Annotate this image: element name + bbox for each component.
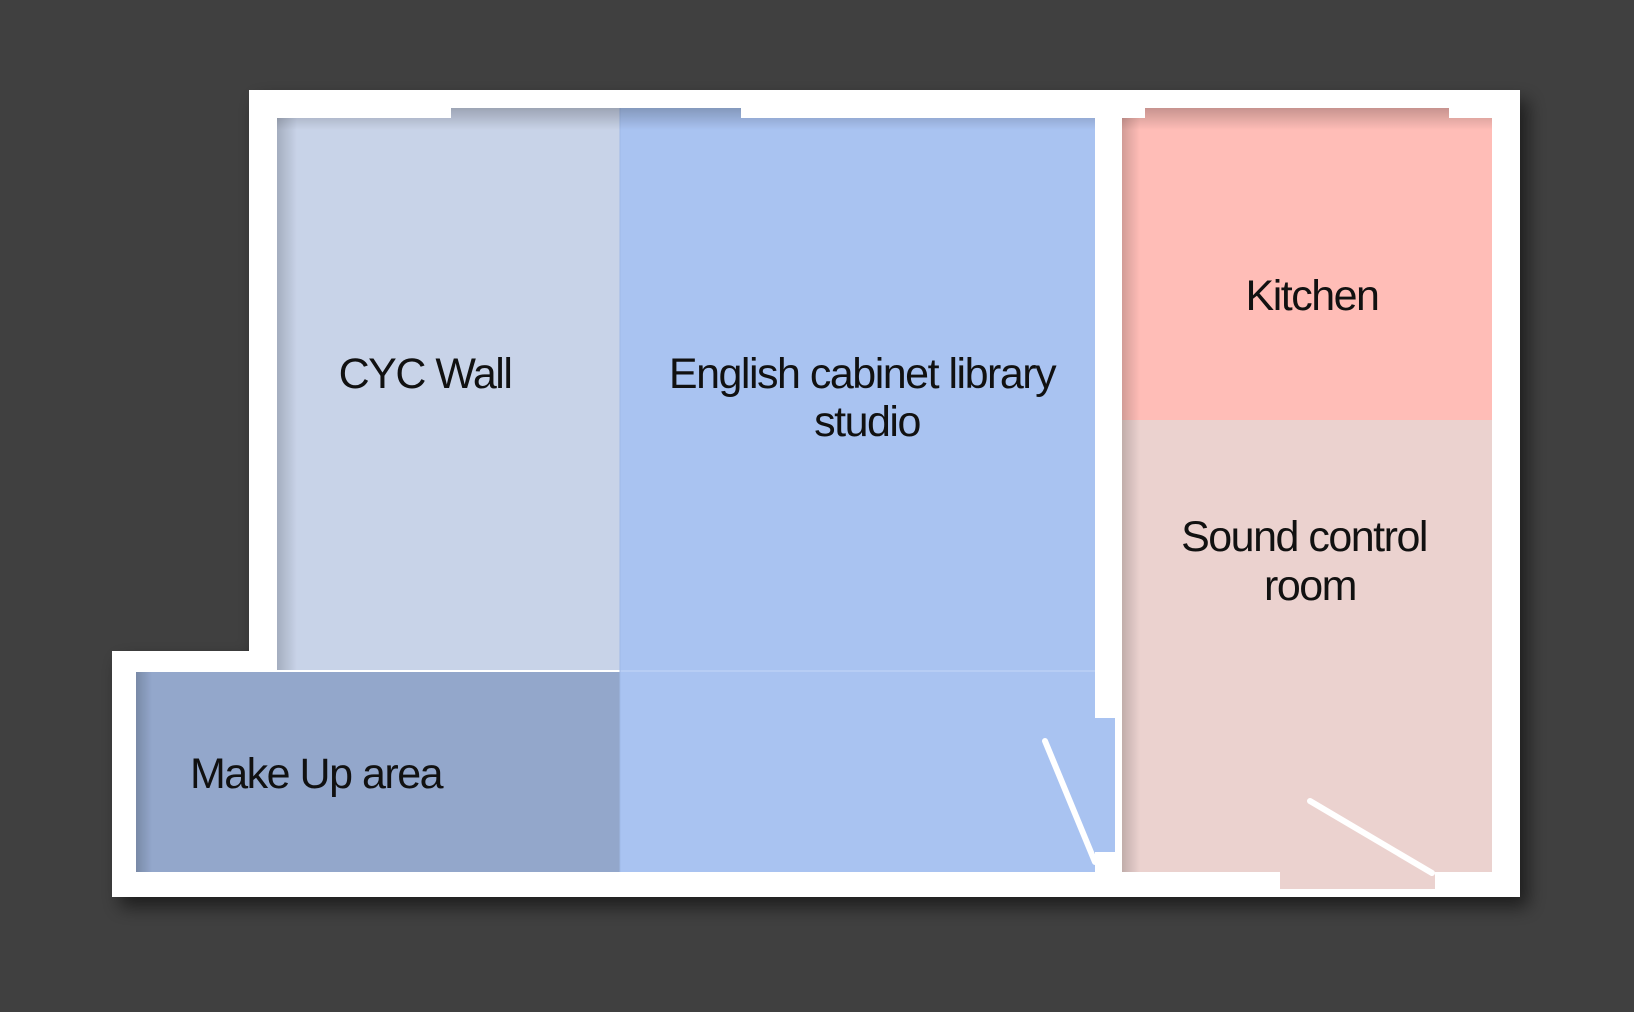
sound-control-label-line2: room [1264, 562, 1356, 610]
studio-label-line1: English cabinet library [669, 350, 1057, 398]
top-wall-segment-left [249, 90, 451, 118]
make-up-area-label: Make Up area [190, 750, 444, 798]
make-up-floor [136, 672, 620, 872]
sound-control-label-line1: Sound control [1181, 513, 1427, 561]
left-wall-shade [277, 108, 297, 670]
top-wall-segment-middle [741, 90, 1145, 118]
sound-control-floor [1122, 420, 1492, 872]
studio-door-leaf [1042, 738, 1098, 865]
top-wall-segment-right [1449, 90, 1520, 118]
studio-door-alcove [1095, 718, 1115, 852]
partition-wall-upper [1095, 108, 1122, 718]
cyc-wall-floor [277, 108, 620, 670]
bottom-door-gap [1280, 872, 1435, 889]
kitchen-label: Kitchen [1246, 272, 1379, 320]
cyc-wall-label: CYC Wall [339, 350, 512, 398]
top-wall-shade [277, 108, 1492, 130]
partition-wall-lower [1115, 718, 1122, 872]
studio-floor [620, 108, 1095, 872]
sound-room-door-leaf [1307, 798, 1435, 876]
kitchen-floor [1122, 108, 1492, 420]
studio-label-line2: studio [814, 398, 920, 446]
makeup-left-shade [136, 672, 152, 872]
kitchen-left-shade [1122, 108, 1140, 872]
